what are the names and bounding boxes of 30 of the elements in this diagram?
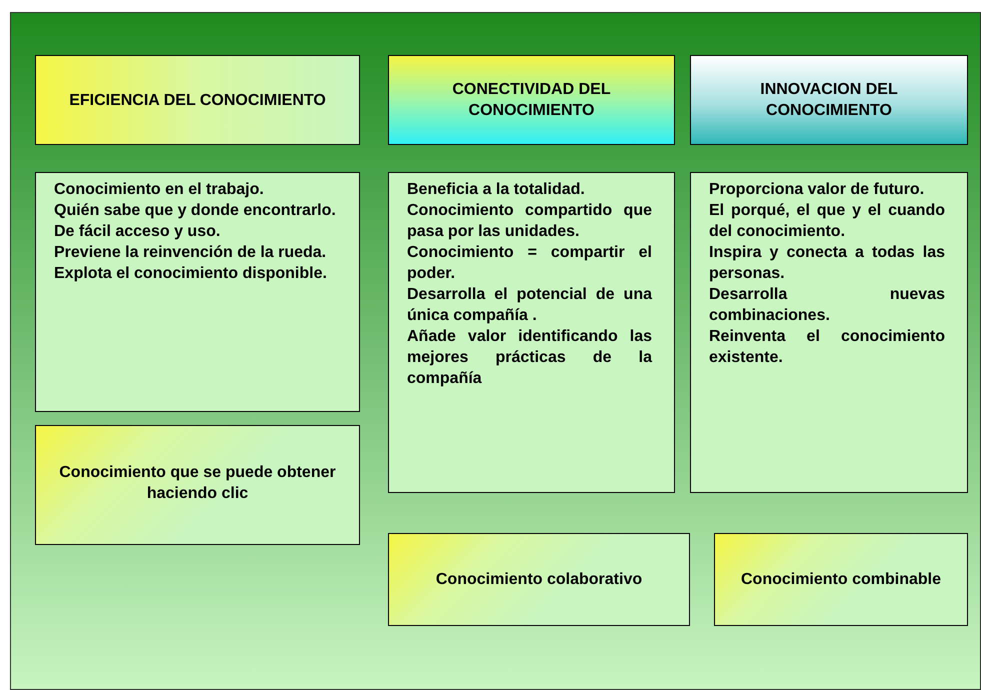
list-item: El porqué, el que y el cuando del conocimiento.	[709, 201, 945, 242]
list-item: Conocimiento compartido que pasa por las unidades.	[407, 201, 652, 242]
title-box	[35, 425, 360, 545]
list-item: Añade valor identificando las mejores prácticas de la compañía	[407, 327, 652, 389]
title-box	[690, 55, 968, 145]
list-item: Conocimiento = compartir el poder.	[407, 243, 652, 284]
box-title: Conocimiento colaborativo	[436, 570, 642, 590]
box-title: CONECTIVIDAD DEL CONOCIMIENTO	[451, 80, 612, 121]
list-item: Previene la reinvención de la rueda.	[54, 243, 328, 263]
title-box	[388, 533, 690, 626]
list-item: Proporciona valor de futuro.	[709, 180, 926, 200]
list-item: Beneficia a la totalidad.	[407, 180, 586, 200]
list-item: Inspira y conecta a todas las personas.	[709, 243, 945, 284]
box-title: EFICIENCIA DEL CONOCIMIENTO	[69, 90, 326, 110]
title-box	[388, 55, 675, 145]
list-item: Desarrolla nuevas combinaciones.	[709, 285, 945, 326]
list-item: De fácil acceso y uso.	[54, 222, 222, 242]
title-box	[35, 55, 360, 145]
list-item: Reinventa el conocimiento existente.	[709, 327, 945, 368]
list-item: Desarrolla el potencial de una única compañía .	[407, 285, 652, 326]
list-item: Conocimiento en el trabajo.	[54, 180, 265, 200]
text-box	[35, 172, 360, 412]
box-title: Conocimiento que se puede obtener haciendo clic	[58, 463, 337, 504]
box-title: INNOVACION DEL CONOCIMIENTO	[759, 80, 899, 121]
text-box	[388, 172, 675, 493]
box-title: Conocimiento combinable	[740, 570, 941, 590]
title-box	[714, 533, 968, 626]
list-item: Quién sabe que y donde encontrarlo.	[54, 201, 337, 221]
text-box	[690, 172, 968, 493]
list-item: Explota el conocimiento disponible.	[54, 264, 328, 284]
